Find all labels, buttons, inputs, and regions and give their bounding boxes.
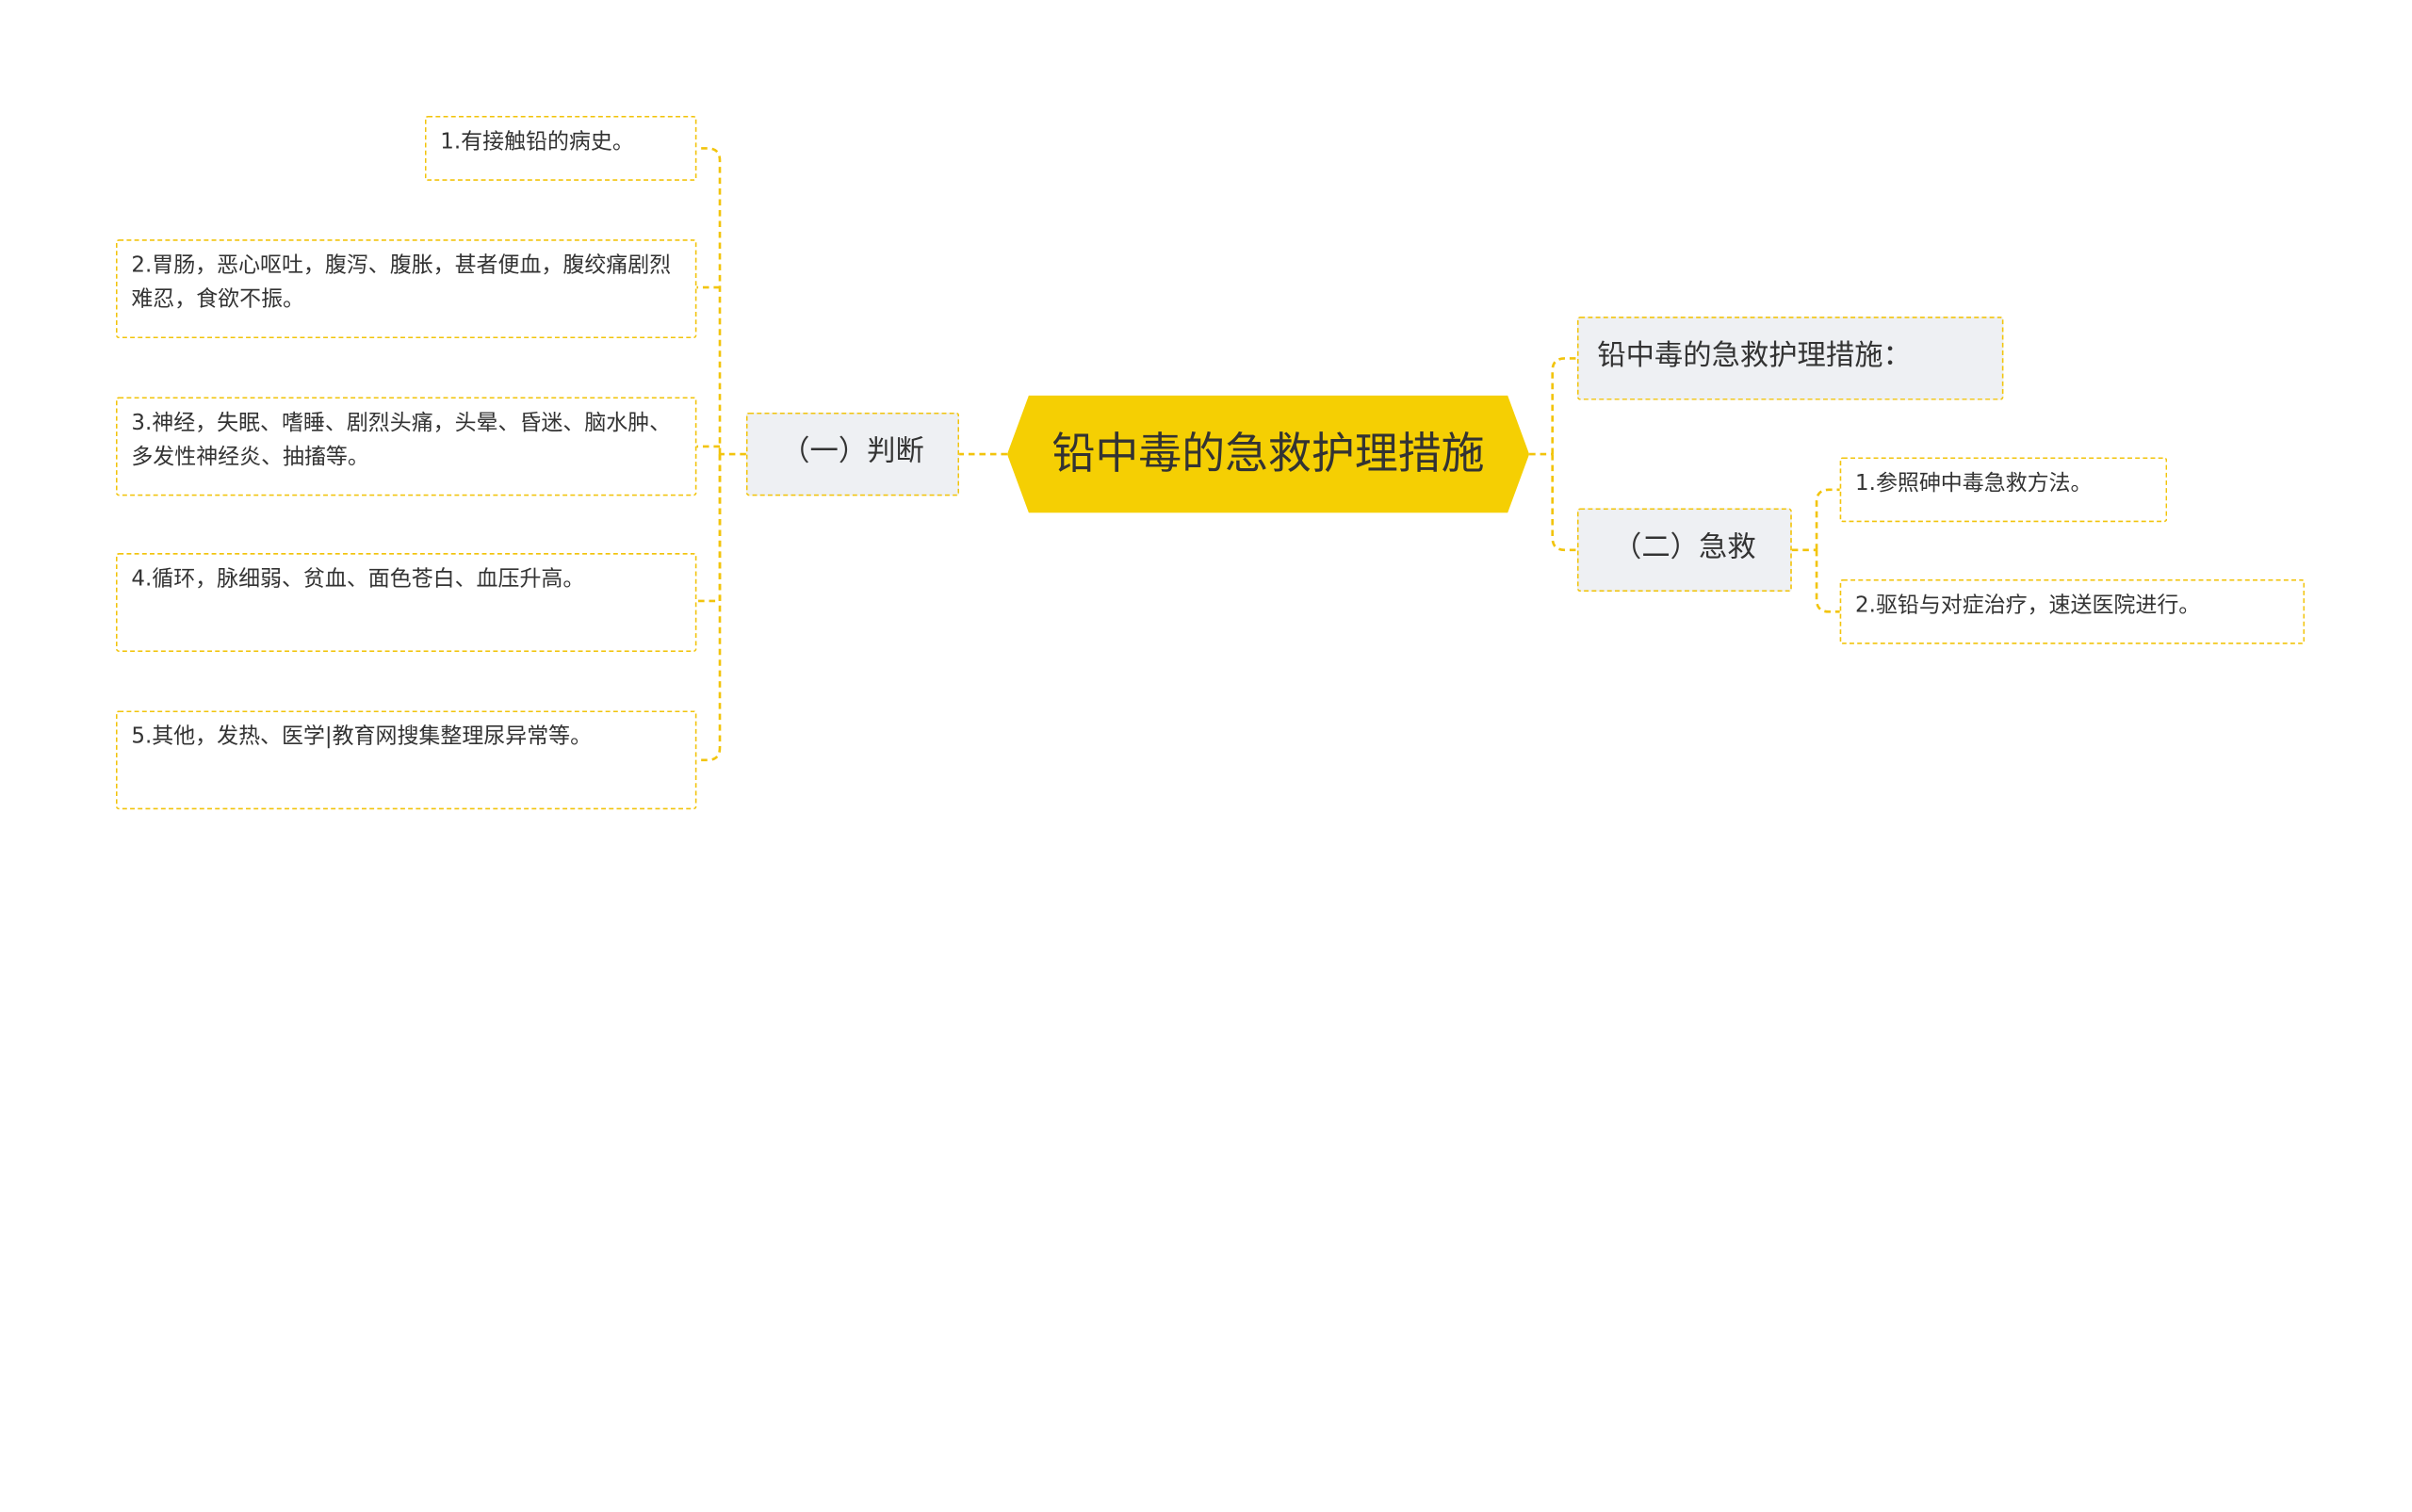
aid-item-1[interactable]: 1.参照砷中毒急救方法。 bbox=[1839, 457, 2168, 523]
judge-item-3[interactable]: 3.神经，失眠、嗜睡、剧烈头痛，头晕、昏迷、脑水肿、多发性神经炎、抽搐等。 bbox=[115, 397, 697, 496]
branch-aid[interactable]: （二）急救 bbox=[1576, 508, 1792, 593]
link-judge-leaf-4 bbox=[696, 454, 722, 603]
central-topic-shape bbox=[1006, 395, 1530, 513]
judge-item-1[interactable]: 1.有接触铅的病史。 bbox=[424, 115, 697, 181]
link-judge-leaf-5 bbox=[696, 454, 722, 762]
central-topic-title: 铅中毒的急救护理措施 bbox=[1051, 428, 1485, 480]
link-center-aid bbox=[1551, 454, 1577, 552]
aid-item-2[interactable]: 2.驱铅与对症治疗，速送医院进行。 bbox=[1839, 578, 2306, 644]
central-topic[interactable]: 铅中毒的急救护理措施 bbox=[1006, 395, 1530, 513]
branch-judge[interactable]: （一）判断 bbox=[745, 412, 960, 496]
judge-item-5[interactable]: 5.其他，发热、医学|教育网搜集整理尿异常等。 bbox=[115, 710, 697, 810]
judge-item-2[interactable]: 2.胃肠，恶心呕吐，腹泻、腹胀，甚者便血，腹绞痛剧烈难忍，食欲不振。 bbox=[115, 239, 697, 339]
link-center-heading bbox=[1551, 357, 1577, 455]
link-aid-leaf-2 bbox=[1815, 549, 1840, 613]
link-judge-leaf-1 bbox=[696, 147, 722, 455]
connector-lines bbox=[696, 147, 1840, 762]
branch-heading[interactable]: 铅中毒的急救护理措施： bbox=[1576, 317, 2004, 400]
link-aid-leaf-1 bbox=[1815, 488, 1840, 550]
judge-item-4[interactable]: 4.循环，脉细弱、贫血、面色苍白、血压升高。 bbox=[115, 553, 697, 652]
